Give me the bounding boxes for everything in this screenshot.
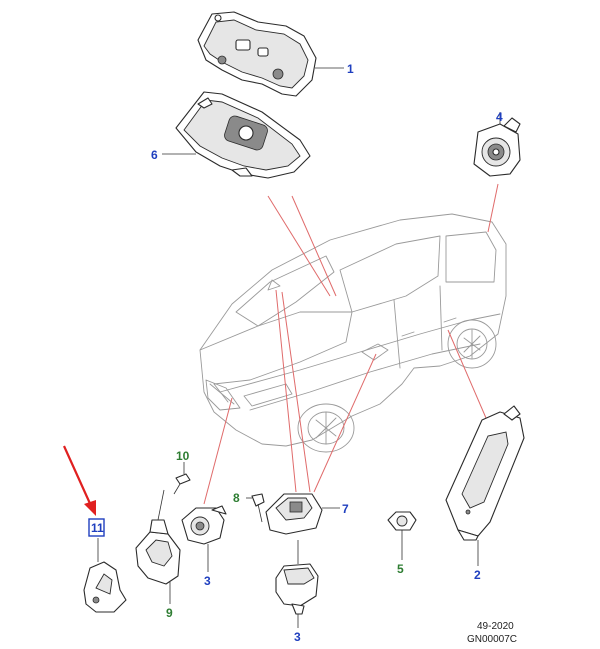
vehicle-outline <box>199 213 507 453</box>
part-3-camera-lower[interactable] <box>275 540 319 615</box>
callout-11-highlight-box <box>88 518 105 537</box>
part-11-bracket[interactable] <box>83 561 127 613</box>
callout-4[interactable]: 4 <box>496 110 503 124</box>
callout-9[interactable]: 9 <box>166 606 173 620</box>
callout-7[interactable]: 7 <box>342 502 349 516</box>
part-9-mount-bracket[interactable] <box>135 489 181 585</box>
callout-3-lower[interactable]: 3 <box>294 630 301 644</box>
pointer-arrow <box>62 445 96 516</box>
callout-5[interactable]: 5 <box>397 562 404 576</box>
part-2-control-module[interactable] <box>445 405 525 541</box>
reference-leaders <box>203 183 499 505</box>
part-5-nut[interactable] <box>387 511 417 531</box>
part-1-console-cover[interactable] <box>197 11 317 97</box>
callout-10[interactable]: 10 <box>176 449 190 463</box>
part-3-camera-left[interactable] <box>181 505 227 545</box>
part-8-screw[interactable] <box>251 493 265 523</box>
callout-6[interactable]: 6 <box>151 148 158 162</box>
caption-code: GN00007C <box>467 634 517 645</box>
callout-2[interactable]: 2 <box>474 568 481 582</box>
part-6-roof-console[interactable] <box>175 91 311 179</box>
callout-11[interactable]: 11 <box>91 521 104 535</box>
callout-8[interactable]: 8 <box>233 491 240 505</box>
part-4-camera-module[interactable] <box>473 117 521 177</box>
callout-3-left[interactable]: 3 <box>204 574 211 588</box>
part-7-bracket[interactable] <box>265 493 323 535</box>
caption-date: 49-2020 <box>477 621 514 632</box>
part-10-screw[interactable] <box>173 473 191 495</box>
callout-1[interactable]: 1 <box>347 62 354 76</box>
